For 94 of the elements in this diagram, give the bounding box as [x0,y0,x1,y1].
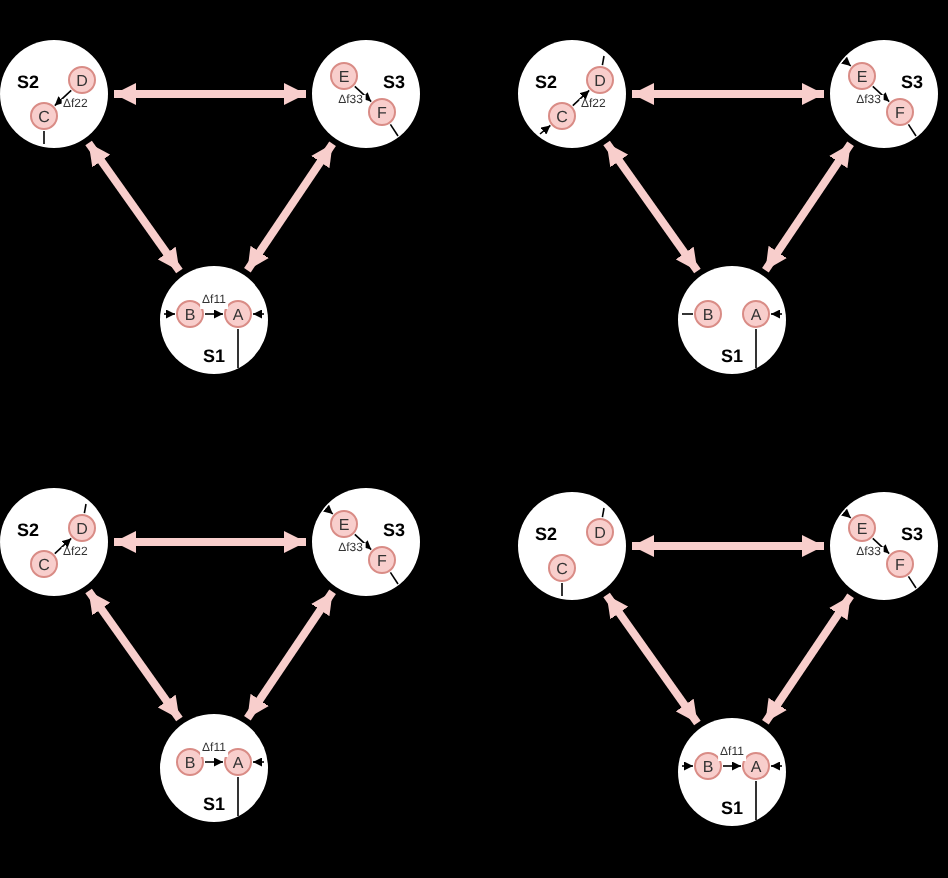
double-arrow [603,140,701,274]
line [755,328,757,369]
line [681,313,694,315]
node-label: S3 [383,520,405,540]
arrow [681,761,694,771]
line [43,130,45,145]
arrow [770,309,783,319]
double-arrow [244,589,336,721]
arrow [354,533,372,551]
circle-node [518,492,626,600]
circle-node: D [586,518,614,546]
arrow [252,757,265,767]
circle-node: C [548,554,576,582]
circle-node: B [694,752,722,780]
circle-node: D [68,66,96,94]
circle-node [160,714,268,822]
circle-node [0,40,108,148]
circle-node: B [176,300,204,328]
circle-node: D [586,66,614,94]
arrow [770,761,783,771]
circle-node: E [848,514,876,542]
line [755,780,757,821]
line [237,328,239,369]
circle-node: B [176,748,204,776]
circle-node [830,492,938,600]
circle-node [830,40,938,148]
node-label: S2 [535,72,557,92]
circle-node: C [30,550,58,578]
node-label: S3 [901,72,923,92]
circle-node: D [68,514,96,542]
circle-node: F [886,550,914,578]
circle-node: E [848,62,876,90]
line [561,582,563,597]
double-arrow [762,141,854,273]
circle-node: C [30,102,58,130]
double-arrow [632,535,824,557]
circle-node: B [694,300,722,328]
node-label: S1 [203,794,225,814]
circle-node [678,718,786,826]
arrow [354,85,372,103]
arrow [163,309,176,319]
line [389,123,399,137]
arrow [539,124,552,135]
node-label: S1 [721,798,743,818]
arrow [204,757,224,767]
arrow [252,309,265,319]
double-arrow [85,140,183,274]
circle-node [312,40,420,148]
circle-node: A [742,752,770,780]
line [601,55,605,66]
circle-node: A [742,300,770,328]
node-label: S2 [17,72,39,92]
circle-node [678,266,786,374]
circle-node: C [548,102,576,130]
circle-node: F [368,98,396,126]
double-arrow [114,83,306,105]
node-label: S1 [721,346,743,366]
arrow [841,508,852,519]
double-arrow [114,531,306,553]
circle-node [312,488,420,596]
node-label: S3 [901,524,923,544]
arrow [872,537,890,555]
double-arrow [762,593,854,725]
circle-node: F [368,546,396,574]
double-arrow [632,83,824,105]
circle-node [160,266,268,374]
double-arrow [244,141,336,273]
circle-node: A [224,748,252,776]
line [601,507,605,518]
arrow [204,309,224,319]
node-label: S2 [17,520,39,540]
line [907,575,917,589]
circle-node: F [886,98,914,126]
node-label: S3 [383,72,405,92]
line [907,123,917,137]
node-label: S1 [203,346,225,366]
circle-node: E [330,62,358,90]
arrow [54,537,72,555]
arrow [722,761,742,771]
circle-node: E [330,510,358,538]
circle-node: A [224,300,252,328]
arrow [54,89,72,107]
arrow [572,89,590,107]
line [237,776,239,817]
arrow [841,56,852,67]
line [389,571,399,585]
node-label: S2 [535,524,557,544]
arrow [872,85,890,103]
arrow [323,504,334,515]
line [83,503,87,514]
double-arrow [603,592,701,726]
circle-node [518,40,626,148]
circle-node [0,488,108,596]
double-arrow [85,588,183,722]
